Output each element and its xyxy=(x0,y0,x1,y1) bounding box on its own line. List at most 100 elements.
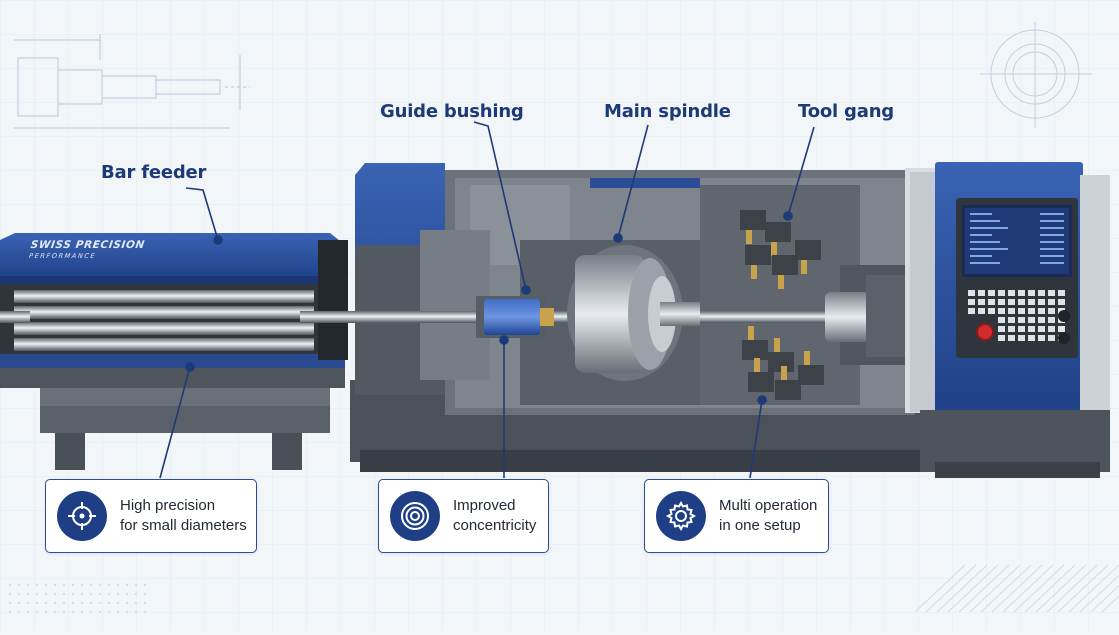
callout-line-2: concentricity xyxy=(453,517,537,534)
blueprint-circle xyxy=(980,22,1092,128)
keypad-key xyxy=(1008,335,1015,341)
keypad-key xyxy=(1018,326,1025,332)
callout-line-2: for small diameters xyxy=(120,517,247,534)
keypad-key xyxy=(998,317,1005,323)
tool-holder xyxy=(768,352,794,372)
keypad-key xyxy=(1038,308,1045,314)
keypad-key xyxy=(1028,290,1035,296)
tool-insert xyxy=(771,242,777,256)
callout-line-2: in one setup xyxy=(719,517,801,534)
tool-insert xyxy=(778,275,784,289)
tool-holder xyxy=(772,255,798,275)
keypad-key xyxy=(1018,317,1025,323)
bar-feeder-brand: SWISS PRECISION PERFORMANCE xyxy=(29,239,146,260)
tool-insert xyxy=(748,326,754,340)
keypad-key xyxy=(1058,299,1065,305)
emergency-stop-icon xyxy=(976,323,994,341)
keypad-key xyxy=(1038,326,1045,332)
callout-concentricity: Improved concentricity xyxy=(378,479,549,553)
tool-holder xyxy=(740,210,766,230)
label-bar-feeder: Bar feeder xyxy=(101,162,207,183)
keypad-key xyxy=(1048,335,1055,341)
control-cabinet xyxy=(905,162,1110,478)
keypad-key xyxy=(1038,290,1045,296)
tool-insert xyxy=(774,338,780,352)
tool-holder xyxy=(742,340,768,360)
tool-holder xyxy=(745,245,771,265)
callout-line-1: High precision xyxy=(120,497,216,514)
keypad-key xyxy=(1038,317,1045,323)
keypad-key xyxy=(1008,299,1015,305)
badge xyxy=(656,491,706,541)
badge xyxy=(57,491,107,541)
keypad-key xyxy=(1028,317,1035,323)
badge xyxy=(390,491,440,541)
tool-holder xyxy=(795,240,821,260)
keypad-key xyxy=(988,308,995,314)
tool-insert xyxy=(781,366,787,380)
callout-text: Improved concentricity xyxy=(453,496,536,536)
keypad-key xyxy=(1028,308,1035,314)
tool-insert xyxy=(804,351,810,365)
keypad-key xyxy=(998,299,1005,305)
keypad-key xyxy=(1048,290,1055,296)
keypad-key xyxy=(988,290,995,296)
tool-holder xyxy=(775,380,801,400)
keypad-key xyxy=(1018,299,1025,305)
callout-text: Multi operation in one setup xyxy=(719,496,817,536)
keypad-key xyxy=(998,290,1005,296)
keypad-key xyxy=(998,308,1005,314)
label-guide-bushing: Guide bushing xyxy=(380,101,524,122)
leader-lines xyxy=(159,121,815,479)
label-tool-gang: Tool gang xyxy=(798,101,894,122)
keypad-key xyxy=(998,335,1005,341)
hatch-pattern xyxy=(914,564,1119,613)
keypad-key xyxy=(1048,308,1055,314)
tool-holder xyxy=(798,365,824,385)
keypad-key xyxy=(1048,299,1055,305)
keypad-key xyxy=(1058,290,1065,296)
callout-text: High precision for small diameters xyxy=(120,496,247,536)
tool-holder xyxy=(748,372,774,392)
keypad-key xyxy=(978,308,985,314)
keypad-key xyxy=(968,290,975,296)
keypad-key xyxy=(1018,290,1025,296)
concentric-circles-icon xyxy=(401,502,429,530)
keypad-key xyxy=(1008,326,1015,332)
keypad-key xyxy=(978,290,985,296)
tool-insert xyxy=(754,358,760,372)
guide-bushing xyxy=(476,296,554,338)
keypad-key xyxy=(1008,308,1015,314)
keypad-key xyxy=(1038,299,1045,305)
callout-multi-operation: Multi operation in one setup xyxy=(644,479,829,553)
keypad-key xyxy=(1038,335,1045,341)
tool-insert xyxy=(746,230,752,244)
keypad-key xyxy=(1028,326,1035,332)
main-spindle xyxy=(567,245,700,381)
label-main-spindle: Main spindle xyxy=(604,101,731,122)
callout-high-precision: High precision for small diameters xyxy=(45,479,257,553)
callout-line-1: Multi operation xyxy=(719,497,818,514)
keypad-key xyxy=(1018,308,1025,314)
keypad-key xyxy=(1028,299,1035,305)
gear-icon xyxy=(665,500,697,532)
dot-pattern xyxy=(8,583,147,614)
keypad-key xyxy=(978,299,985,305)
brand-line-1: SWISS PRECISION xyxy=(29,239,146,251)
keypad-key xyxy=(1008,290,1015,296)
keypad-key xyxy=(1058,326,1065,332)
bar-feeder xyxy=(0,233,348,470)
keypad-key xyxy=(988,299,995,305)
tool-holder xyxy=(765,222,791,242)
keypad-key xyxy=(1048,317,1055,323)
keypad-key xyxy=(1008,317,1015,323)
callout-line-1: Improved xyxy=(453,497,516,514)
keypad-key xyxy=(1028,335,1035,341)
bar-stock-end xyxy=(0,311,30,323)
tool-gang xyxy=(740,210,824,400)
tool-insert xyxy=(751,265,757,279)
brand-line-2: PERFORMANCE xyxy=(28,252,97,260)
tool-insert xyxy=(801,260,807,274)
